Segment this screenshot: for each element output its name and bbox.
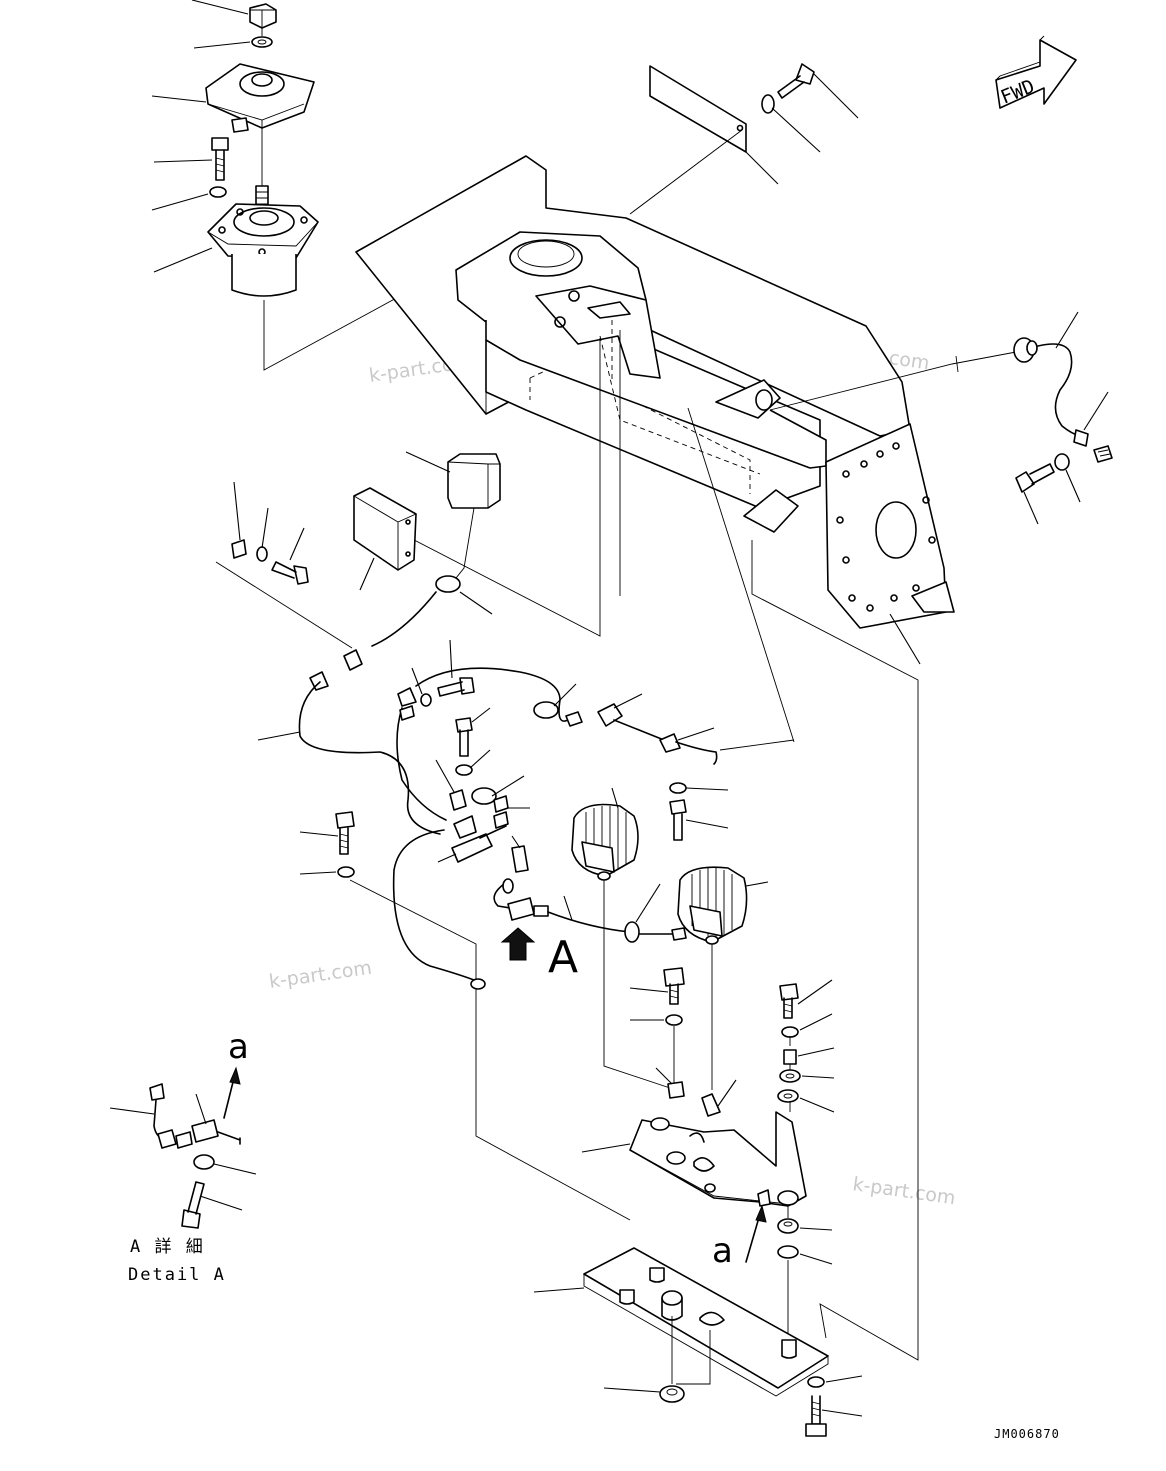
washer <box>781 1026 799 1038</box>
bolt <box>211 137 229 151</box>
watermark: k-part.com <box>268 957 374 993</box>
relay <box>447 453 501 509</box>
washer <box>779 1069 801 1083</box>
electrical-components <box>215 451 501 691</box>
fwd-label: FWD <box>998 75 1038 108</box>
base-plate <box>533 540 919 1437</box>
washer <box>665 1014 683 1026</box>
washer <box>777 1245 799 1259</box>
bolt <box>181 1209 201 1229</box>
cover-plate <box>629 63 859 215</box>
wiring-harness: A <box>257 639 795 1221</box>
bolt <box>795 63 815 85</box>
bolt <box>779 983 799 1001</box>
detail-connector <box>191 1119 219 1143</box>
bolt <box>1015 471 1035 493</box>
washer <box>455 764 473 776</box>
bolt <box>335 811 355 829</box>
bolt <box>663 967 685 987</box>
controller-box <box>353 487 417 571</box>
forward-direction-arrow: FWD <box>995 35 1077 109</box>
steering-column-assembly <box>151 0 541 371</box>
lamp-bracket: a <box>581 967 835 1340</box>
washer <box>251 36 273 48</box>
arrow-label-a: a <box>712 1231 733 1271</box>
washer <box>256 546 268 562</box>
washer <box>420 693 432 707</box>
bolt <box>805 1423 827 1437</box>
work-lamps <box>571 782 769 1091</box>
end-plate-holes <box>836 442 936 612</box>
view-label: A <box>548 932 578 983</box>
view-arrow <box>500 927 536 961</box>
washer <box>1054 453 1070 471</box>
detail-caption-jp: A 詳 細 <box>130 1237 205 1257</box>
drawing-code: JM006870 <box>994 1427 1060 1441</box>
watermark: k-part.com <box>851 1173 957 1209</box>
detail-caption-en: Detail A <box>128 1265 226 1285</box>
washer <box>777 1089 799 1103</box>
clamp-ring <box>435 575 461 593</box>
detail-arrow-label: a <box>228 1027 249 1067</box>
work-lamp <box>677 866 769 1090</box>
detail-a: a A 詳 細 Detail A <box>109 1027 257 1285</box>
washer <box>761 94 775 114</box>
console-frame <box>355 155 955 743</box>
harness-grommet <box>769 311 1113 525</box>
clip <box>597 703 623 727</box>
nut <box>249 3 277 29</box>
bolt <box>455 717 473 733</box>
washer <box>209 186 227 198</box>
washer <box>669 782 687 794</box>
washer <box>337 866 355 878</box>
washer <box>193 1154 215 1170</box>
work-lamp <box>571 787 677 1091</box>
steering-unit <box>153 185 319 297</box>
bolt <box>669 799 687 815</box>
bolt <box>293 565 309 585</box>
bolt <box>459 677 475 695</box>
washer <box>807 1376 825 1388</box>
